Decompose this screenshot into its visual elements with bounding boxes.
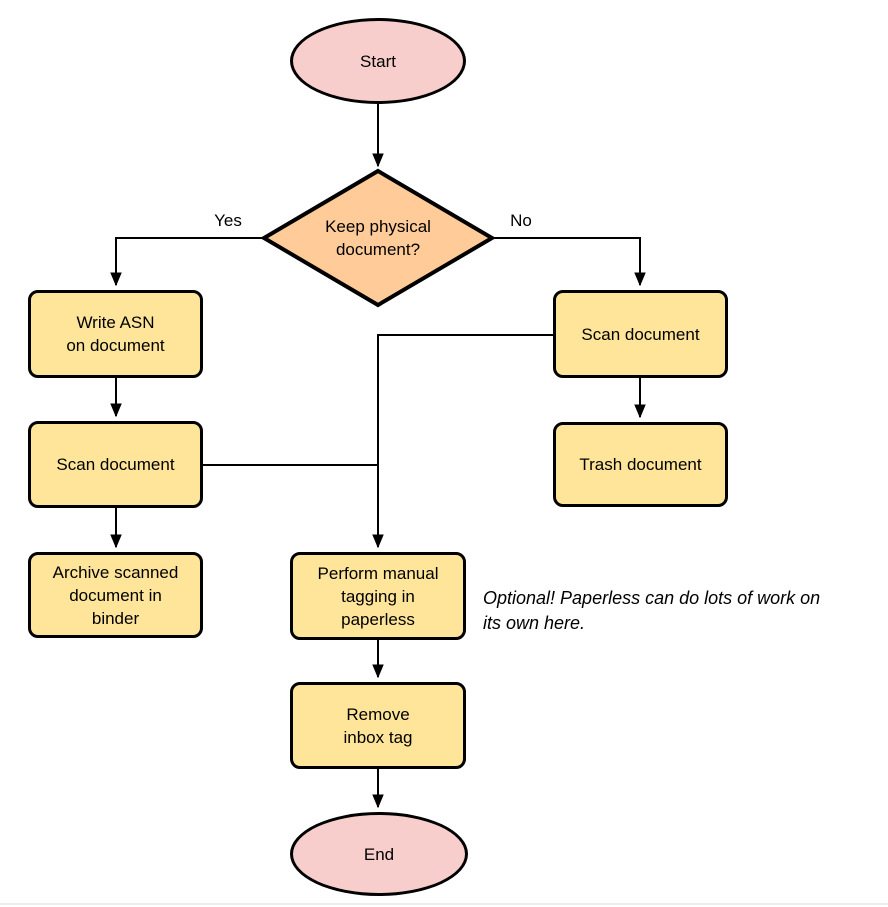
edge-decision-scan-right xyxy=(492,237,640,285)
process-node-write-asn: Write ASN on document xyxy=(28,290,203,378)
edge-label-yes: Yes xyxy=(214,211,242,230)
process-node-remove-inbox-tag: Remove inbox tag xyxy=(290,682,466,769)
decision-node-label: Keep physical document? xyxy=(325,217,431,259)
process-node-scan-document-left: Scan document xyxy=(28,421,203,508)
process-node-trash-document: Trash document xyxy=(553,422,728,507)
end-node: End xyxy=(290,812,468,896)
edge-scan-right-tagging xyxy=(378,334,553,547)
decision-node-shape xyxy=(260,168,496,308)
bottom-divider xyxy=(0,903,888,905)
edge-decision-write-asn xyxy=(116,237,264,285)
process-node-archive-in-binder: Archive scanned document in binder xyxy=(28,552,203,638)
process-node-scan-document-right: Scan document xyxy=(553,290,728,378)
optional-note-annotation: Optional! Paperless can do lots of work … xyxy=(483,588,821,633)
edge-label-no: No xyxy=(510,211,532,230)
process-node-manual-tagging: Perform manual tagging in paperless xyxy=(290,552,466,640)
start-node: Start xyxy=(290,18,466,104)
